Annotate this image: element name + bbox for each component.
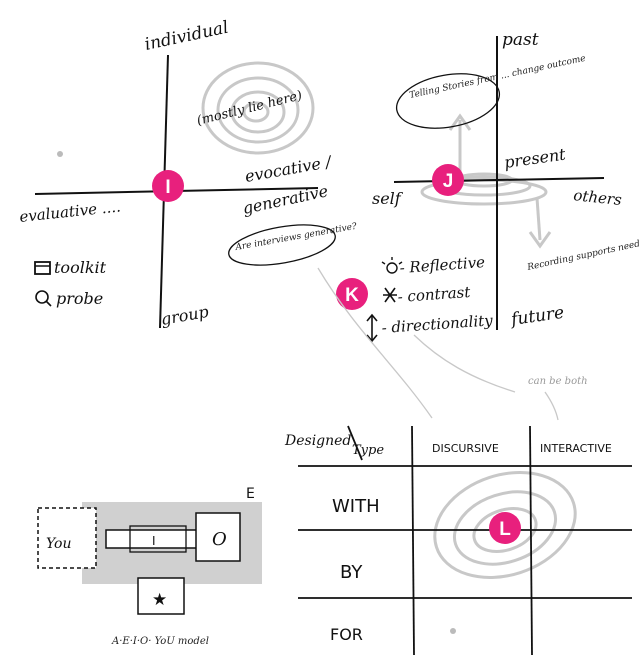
label-future: future [508, 303, 565, 330]
toolkit-icon [34, 261, 51, 275]
label-directionality: - directionality [381, 311, 494, 337]
row-header-for: FOR [330, 625, 363, 644]
badge-l [489, 512, 521, 544]
activity-star-icon: ★ [152, 590, 167, 610]
row-header-by: BY [340, 562, 363, 583]
quadrant-j: past Telling Stories from ... change out… [372, 30, 639, 330]
label-present: present [503, 144, 567, 171]
aeiou-caption: A·E·I·O· YoU model [111, 636, 209, 647]
label-you: You [46, 536, 71, 552]
label-evocative: evocative / [243, 152, 334, 186]
label-type: Type [352, 443, 384, 458]
object-box [195, 512, 241, 562]
contrast-icon [383, 287, 397, 303]
label-others: others [573, 186, 623, 209]
directionality-icon [366, 313, 378, 343]
label-past: past [502, 30, 539, 50]
axis-horizontal-j [393, 177, 605, 183]
badge-j [432, 164, 464, 196]
label-self: self [372, 189, 404, 208]
table-grid [298, 425, 632, 656]
label-generative: generative [241, 181, 330, 218]
label-interviews-generative: Are interviews generative? [234, 222, 358, 253]
badge-j-label: J [443, 171, 454, 192]
label-i: I [152, 534, 156, 548]
connector-lines [317, 267, 559, 421]
badge-l-label: L [499, 519, 511, 540]
label-recording: Recording supports needed for future [526, 227, 639, 273]
column-header-discursive: DISCURSIVE [432, 442, 499, 455]
badge-k-label: K [345, 285, 359, 306]
table-l: Designed Type DISCURSIVE INTERACTIVE WIT… [284, 425, 632, 656]
spiral-sketch-i [201, 61, 315, 155]
row-header-with: WITH [332, 496, 380, 517]
aeiou-model: You I O E ★ A·E·I·O· YoU model [37, 486, 262, 647]
label-contrast: - contrast [397, 283, 472, 306]
telling-stories-oval [395, 73, 501, 129]
interviews-oval [228, 224, 336, 266]
gray-dot-table [450, 628, 456, 634]
quadrant-i: individual (mostly lie here) evocative /… [19, 18, 358, 329]
label-individual: individual [143, 18, 230, 55]
interaction-bar [105, 529, 207, 549]
label-e: E [246, 486, 255, 502]
badge-i [152, 170, 184, 202]
label-o: O [212, 529, 227, 550]
label-evaluative: evaluative .... [19, 197, 122, 226]
badge-k [336, 278, 368, 310]
badge-i-label: I [165, 177, 170, 198]
label-can-be-both: can be both [528, 376, 588, 387]
label-probe: probe [56, 289, 103, 308]
legend-k: - Reflective - contrast - directionality… [336, 253, 494, 343]
label-reflective: - Reflective [399, 253, 486, 277]
you-box [37, 507, 97, 569]
reflective-icon [381, 257, 403, 274]
probe-icon [35, 290, 52, 307]
activity-box [137, 577, 185, 615]
gray-dot [57, 151, 63, 157]
column-header-interactive: INTERACTIVE [540, 442, 612, 455]
label-group: group [159, 302, 210, 329]
label-designed: Designed [284, 433, 351, 449]
interaction-inner [129, 525, 187, 553]
label-toolkit: toolkit [54, 258, 107, 277]
